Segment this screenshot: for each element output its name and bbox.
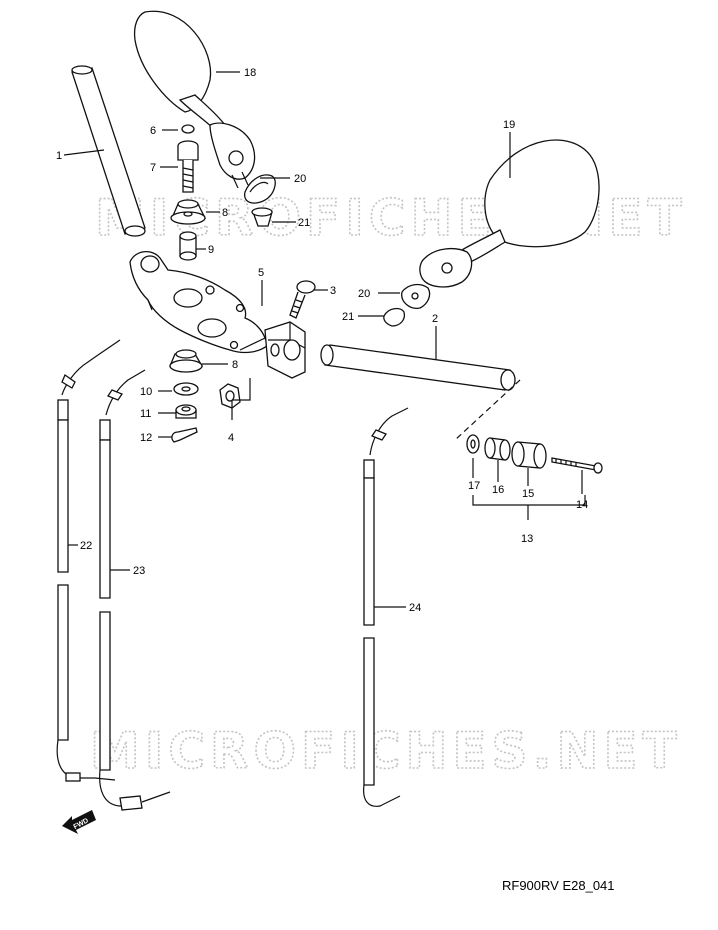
cushion-8-upper [170, 199, 207, 225]
cover-20-upper [244, 174, 276, 204]
callout-8-upper: 8 [222, 207, 228, 219]
fwd-arrow: FWD [62, 810, 96, 834]
handlebar-right [320, 344, 516, 391]
bracket-13 [472, 495, 586, 520]
callout-6: 6 [150, 125, 156, 137]
callout-22: 22 [80, 540, 92, 552]
screw-14 [551, 457, 603, 474]
callout-11: 11 [140, 408, 151, 420]
callout-1: 1 [56, 150, 62, 162]
weight-16 [484, 437, 511, 461]
callout-14: 14 [576, 499, 588, 511]
callout-23: 23 [133, 565, 145, 577]
clamp-block [264, 321, 306, 379]
weight-15 [511, 441, 547, 469]
callout-21-upper: 21 [298, 217, 310, 229]
callout-20-upper: 20 [294, 173, 306, 185]
cable-24 [363, 407, 409, 807]
mirror-left [133, 10, 256, 189]
callout-18: 18 [244, 67, 256, 79]
callout-15: 15 [522, 488, 534, 500]
washer-17 [466, 434, 480, 454]
nut-4 [219, 383, 241, 409]
leader-lines [63, 71, 583, 608]
cable-22 [56, 339, 121, 782]
diagram-code: RF900RV E28_041 [502, 878, 615, 893]
cushion-8-lower [169, 349, 204, 373]
callout-16: 16 [492, 484, 504, 496]
washer-6 [181, 124, 195, 134]
callout-10: 10 [140, 386, 152, 398]
callout-19: 19 [503, 119, 515, 131]
nut-21-lower [383, 307, 406, 327]
callouts: 18 1 6 7 8 9 20 21 5 3 19 20 21 2 8 10 1… [56, 67, 588, 614]
washer-10 [173, 382, 199, 396]
pin-12 [171, 427, 198, 443]
callout-8-lower: 8 [232, 359, 238, 371]
callout-4: 4 [228, 432, 234, 444]
nut-11 [175, 404, 197, 419]
callout-20-lower: 20 [358, 288, 370, 300]
assembly-line [454, 379, 521, 441]
callout-3: 3 [330, 285, 336, 297]
callout-21-lower: 21 [342, 311, 354, 323]
handlebar-left [71, 65, 146, 237]
bolt-7 [177, 140, 199, 193]
spacer-9 [179, 231, 197, 261]
cover-20-lower [401, 283, 431, 309]
callout-24: 24 [409, 602, 421, 614]
callout-2: 2 [432, 313, 438, 325]
cable-23 [99, 369, 171, 811]
callout-17: 17 [468, 480, 480, 492]
callout-5: 5 [258, 267, 264, 279]
callout-9: 9 [208, 244, 214, 256]
nut-21-upper [251, 207, 273, 227]
callout-7: 7 [150, 162, 156, 174]
mirror-right [419, 139, 600, 288]
bracket-5 [129, 251, 269, 354]
callout-12: 12 [140, 432, 152, 444]
bolt-3 [289, 280, 316, 319]
callout-13: 13 [521, 533, 533, 545]
watermark-bottom: MICROFICHES.NET [90, 722, 682, 780]
